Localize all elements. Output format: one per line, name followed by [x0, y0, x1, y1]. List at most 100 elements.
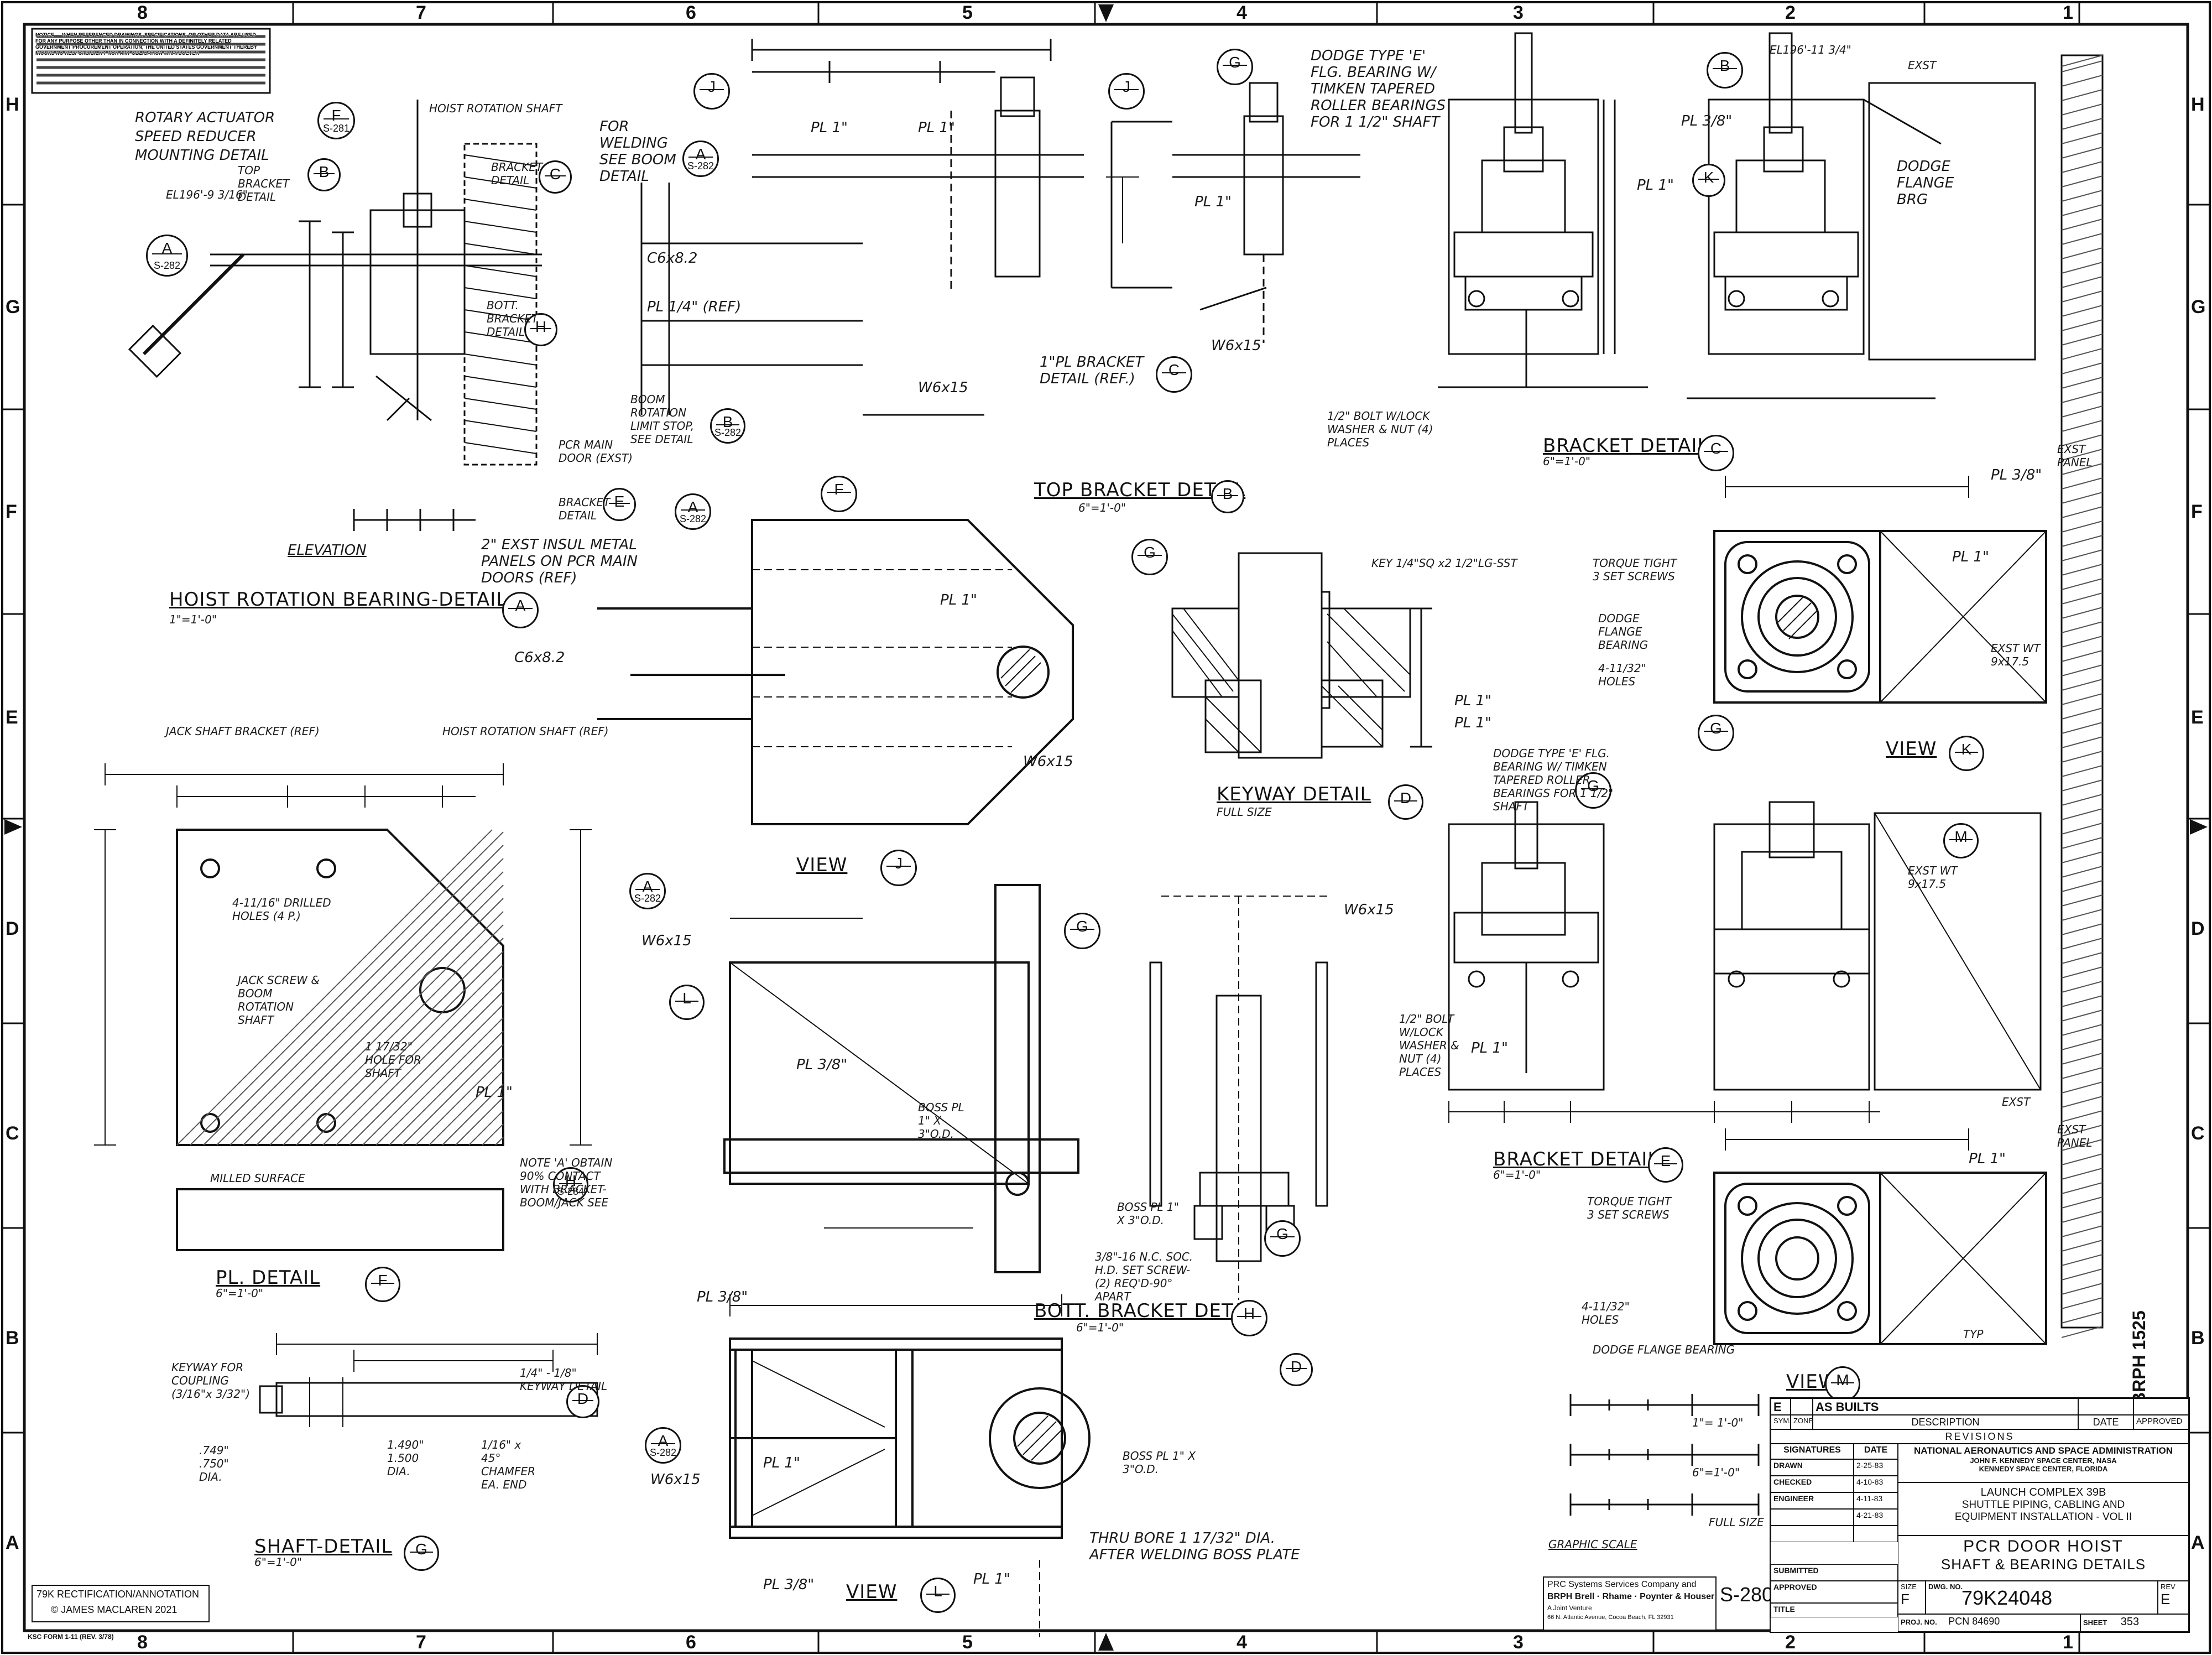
drawing-title-line1: PCR DOOR HOIST [1963, 1537, 2124, 1555]
rev-row-zone [1791, 1398, 1813, 1415]
note-keyway-coupling: KEYWAY FOR COUPLING (3/16"x 3/32") [171, 1361, 251, 1401]
bracket-c-scale: 6"=1'-0" [1543, 455, 1591, 468]
zone-row-g-left: G [6, 296, 20, 318]
note-holes-e: 4-11/32" HOLES [1582, 1300, 1630, 1326]
bubble-h-pl-sheet: S-284 [557, 1186, 585, 1197]
zone-row-b-left: B [6, 1328, 19, 1349]
rev-row-desc: AS BUILTS [1813, 1398, 2078, 1415]
sig-date-3: 4-21-83 [1854, 1509, 1898, 1526]
note-dia2: 1.490" 1.500 DIA. [387, 1438, 424, 1478]
bubble-a-letter: A [161, 240, 173, 257]
project-line3: EQUIPMENT INSTALLATION - VOL II [1954, 1511, 2132, 1523]
company-line3: A Joint Venture [1547, 1604, 1592, 1612]
rectification-line1: 79K RECTIFICATION/ANNOTATION [36, 1589, 200, 1600]
note-pl-quarter: PL 1/4" (REF) [647, 299, 742, 315]
bubble-a-elevation: A S-282 [146, 235, 188, 277]
note-top-bracket-detail: TOP BRACKET DETAIL [238, 164, 290, 204]
bubble-c-ref: C [1156, 356, 1192, 393]
note-pl-3-8-bott-b: PL 3/8" [763, 1576, 815, 1593]
ksc-form: KSC FORM 1-11 (REV. 3/78) [28, 1633, 114, 1641]
bubble-a-view-j: A S-282 [629, 873, 666, 909]
size-value: F [1901, 1591, 1910, 1607]
note-pl1-right: PL 1" [1637, 177, 1674, 194]
bubble-f-top-bracket: F [821, 476, 857, 512]
rev-row-sym: E [1771, 1398, 1791, 1415]
note-exst-a: EXST [2002, 1095, 2031, 1108]
size-cell: SIZE F [1898, 1581, 1926, 1614]
rectification-line2: © JAMES MACLAREN 2021 [51, 1604, 178, 1615]
keyway-scale: FULL SIZE [1217, 805, 1272, 819]
note-exst-wt-c: EXST WT 9x17.5 [1991, 642, 2041, 668]
zone-row-b-right: B [2191, 1328, 2205, 1349]
bubble-b-right: B [1707, 52, 1743, 89]
bott-bracket-scale: 6"=1'-0" [1076, 1321, 1124, 1334]
bubble-a-bott: A S-282 [645, 1427, 681, 1464]
scale-label-full: FULL SIZE [1709, 1516, 1764, 1529]
shaft-detail-title: SHAFT-DETAIL [254, 1536, 393, 1558]
sig-role-1: CHECKED [1771, 1476, 1854, 1492]
proj-label: PROJ. NO. [1901, 1618, 1937, 1626]
note-pl1-bracket-e: PL 1" [1969, 1151, 2006, 1167]
sig-role-4 [1771, 1526, 1854, 1542]
bubble-d-bott-letter: D [1290, 1358, 1302, 1375]
bubble-m-view: M [1825, 1366, 1860, 1402]
bubble-g-kw-letter: G [1144, 544, 1156, 561]
bubble-j-letter: J [708, 78, 716, 95]
zone-col-8-top: 8 [137, 2, 148, 23]
note-drilled-holes: 4-11/16" DRILLED HOLES (4 P.) [232, 896, 331, 923]
keyway-title: KEYWAY DETAIL [1217, 783, 1371, 805]
bubble-g-vj-letter: G [1076, 918, 1088, 935]
note-pl1-bott: PL 1" [763, 1455, 800, 1471]
bubble-f-pl-letter: F [378, 1272, 388, 1289]
zone-col-6-bottom: 6 [686, 1632, 696, 1653]
bubble-f-actuator: F S-281 [317, 102, 355, 139]
bubble-h-letter: H [535, 318, 547, 335]
note-torque-c: TORQUE TIGHT 3 SET SCREWS [1593, 556, 1677, 583]
note-milled: MILLED SURFACE [210, 1172, 305, 1185]
bubble-e-elev: E [603, 488, 636, 521]
zone-row-d-left: D [6, 918, 19, 939]
rev-col-approved: APPROVED [2133, 1415, 2189, 1429]
bubble-d-bott: D [1280, 1353, 1313, 1386]
note-w6x15-bott: W6x15 [650, 1471, 701, 1488]
note-jack-shaft: JACK SHAFT BRACKET (REF) [166, 725, 320, 738]
bubble-h-bott-letter: H [1243, 1305, 1255, 1322]
note-bracket-detail-e: BRACKET DETAIL [559, 496, 611, 522]
bubble-m-section: M [1943, 823, 1979, 858]
bubble-m-view-letter: M [1836, 1371, 1849, 1388]
project-line1: LAUNCH COMPLEX 39B [1980, 1486, 2106, 1498]
bubble-b-top-bracket: B [1211, 480, 1244, 513]
bubble-b-boom-sheet: S-282 [714, 427, 742, 438]
project-line2: SHUTTLE PIPING, CABLING AND [1961, 1499, 2125, 1511]
note-dodge-flange-bearing: DODGE FLANGE BEARING [1598, 612, 1648, 652]
bubble-f-pl: F [365, 1267, 400, 1302]
bubble-d-letter: D [1400, 789, 1412, 806]
bracket-c-title: BRACKET DETAIL [1543, 435, 1709, 457]
zone-row-c-left: C [6, 1123, 19, 1144]
agency-line2: JOHN F. KENNEDY SPACE CENTER, NASA [1970, 1456, 2117, 1465]
zone-row-d-right: D [2191, 918, 2205, 939]
bubble-a-sheet: S-282 [153, 260, 181, 271]
bubble-j-left: J [693, 73, 730, 110]
sig-role-3 [1771, 1509, 1854, 1526]
note-dodge-flange-bearing-e: DODGE FLANGE BEARING [1593, 1343, 1735, 1356]
bubble-g-boss-letter: G [1276, 1225, 1288, 1242]
zone-col-2-bottom: 2 [1785, 1632, 1796, 1653]
hoist-rotation-title: HOIST ROTATION BEARING-DETAIL [169, 589, 508, 611]
rev-cell: REV E [2158, 1581, 2189, 1614]
zone-col-1-bottom: 1 [2063, 1632, 2073, 1653]
sheet-ref: S-280 [1720, 1583, 1773, 1606]
bubble-k-view-letter: K [1961, 741, 1972, 758]
rev-row-approved [2133, 1398, 2189, 1415]
bubble-f-tb-letter: F [834, 481, 844, 498]
title-block: E AS BUILTS SYM. ZONE DESCRIPTION DATE A… [1770, 1397, 2190, 1633]
zone-col-4-top: 4 [1237, 2, 1247, 23]
sig-approved: APPROVED [1771, 1581, 1898, 1603]
bubble-j-view: J [880, 850, 917, 886]
bracket-e-title: BRACKET DETAIL [1493, 1148, 1659, 1170]
bubble-g-sec-letter: G [1587, 777, 1599, 794]
sig-date-1: 4-10-83 [1854, 1476, 1898, 1492]
bubble-b-boom-letter: B [722, 413, 733, 430]
drawing-title-line2: SHAFT & BEARING DETAILS [1940, 1556, 2146, 1573]
